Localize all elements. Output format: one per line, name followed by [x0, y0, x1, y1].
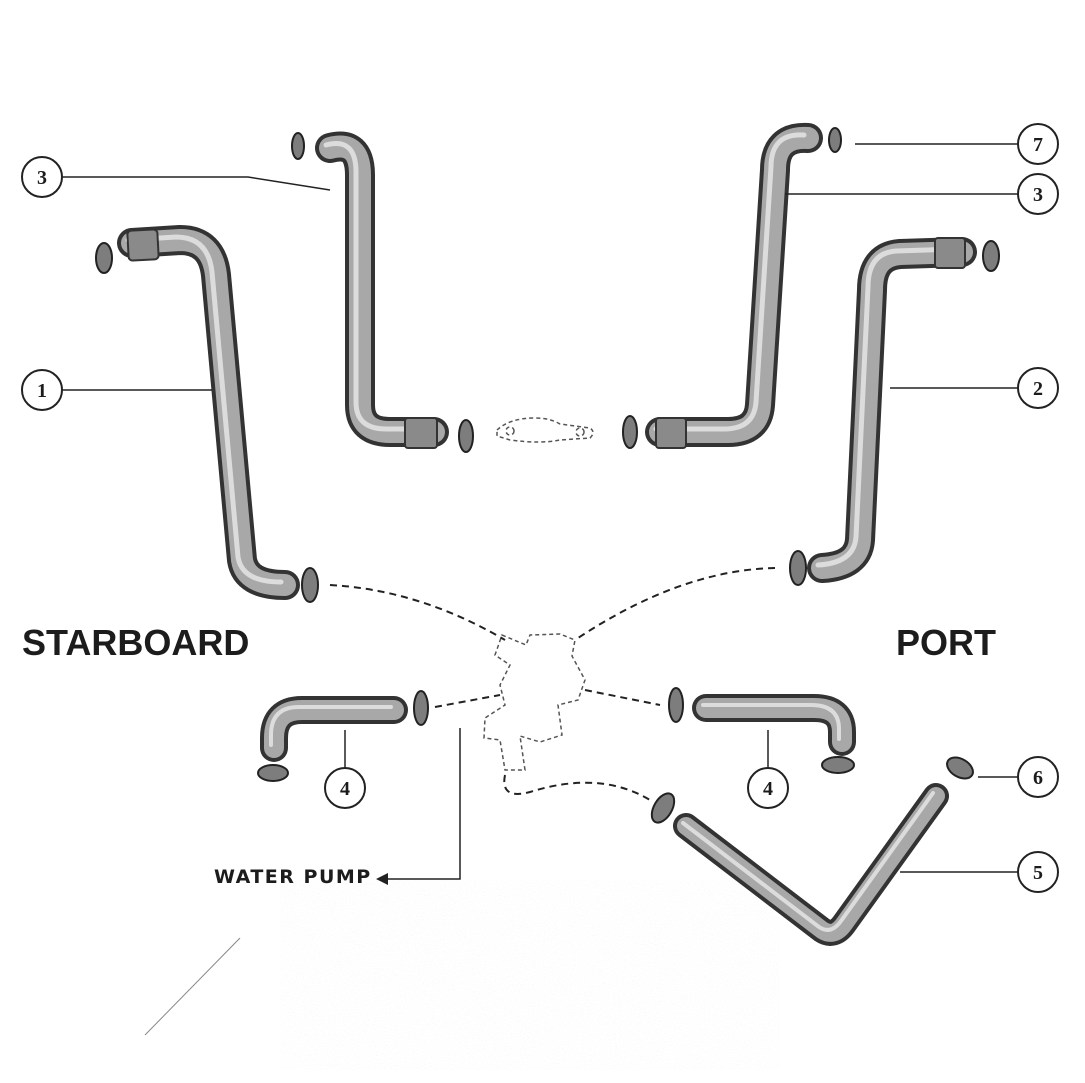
collar-hose-1-top: [126, 228, 160, 262]
clamp-hose-5: [650, 792, 676, 824]
starboard-label: STARBOARD: [22, 622, 250, 663]
collar-hose-3-left: [404, 417, 438, 449]
svg-text:7: 7: [1033, 134, 1043, 156]
svg-text:6: 6: [1033, 767, 1043, 789]
clamp-hose-4-right-bottom: [821, 756, 855, 774]
callout-4-starboard: 4: [324, 767, 366, 809]
callout-1: 1: [21, 369, 63, 411]
clamp-hose-1-bottom: [301, 567, 319, 603]
hose-3-starboard: [315, 131, 449, 447]
routing-dashed-lines: [329, 567, 776, 801]
callout-5: 5: [1017, 851, 1059, 893]
clamp-hose-3-bottom-right: [622, 415, 638, 449]
svg-text:4: 4: [763, 778, 773, 800]
callout-7: 7: [1017, 123, 1059, 165]
clamp-hose-4-right-top: [668, 687, 684, 723]
callout-2: 2: [1017, 367, 1059, 409]
hose-1-starboard: [117, 225, 300, 600]
clamp-hose-2-bottom: [789, 550, 807, 586]
collar-hose-3-right: [655, 417, 687, 449]
svg-text:2: 2: [1033, 378, 1043, 400]
clamp-hose-2-top: [982, 240, 1000, 272]
clamp-6: [946, 756, 974, 780]
svg-text:5: 5: [1033, 862, 1043, 884]
callout-4-port: 4: [747, 767, 789, 809]
clamp-hose-1-top: [95, 242, 113, 274]
collar-hose-2-top: [934, 237, 966, 269]
hose-5: [673, 783, 949, 946]
clamp-hose-3-top-left: [291, 132, 305, 160]
clamp-7: [828, 127, 842, 153]
water-pump-outline: [483, 633, 586, 771]
callout-6: 6: [1017, 756, 1059, 798]
svg-text:3: 3: [37, 167, 47, 189]
clamp-hose-4-left-top: [413, 690, 429, 726]
hose-2-port: [807, 237, 977, 583]
water-pump-arrowhead: [376, 873, 388, 885]
clamp-hose-4-left-bottom: [257, 764, 289, 782]
leader-lines: [62, 143, 1018, 880]
svg-text:4: 4: [340, 778, 350, 800]
water-pump-label: WATER PUMP: [214, 866, 372, 888]
svg-text:1: 1: [37, 380, 47, 402]
port-label: PORT: [896, 622, 997, 663]
callout-3-starboard: 3: [21, 156, 63, 198]
paper-speckle: [280, 880, 780, 1070]
callout-3-port: 3: [1017, 173, 1059, 215]
clamp-hose-3-bottom-left: [458, 419, 474, 453]
hose-4-starboard: [260, 696, 408, 762]
svg-text:3: 3: [1033, 184, 1043, 206]
hose-4-port: [692, 694, 856, 756]
crossover-fitting: [496, 417, 594, 443]
stray-line: [144, 937, 241, 1036]
hose-3-port: [645, 122, 823, 447]
